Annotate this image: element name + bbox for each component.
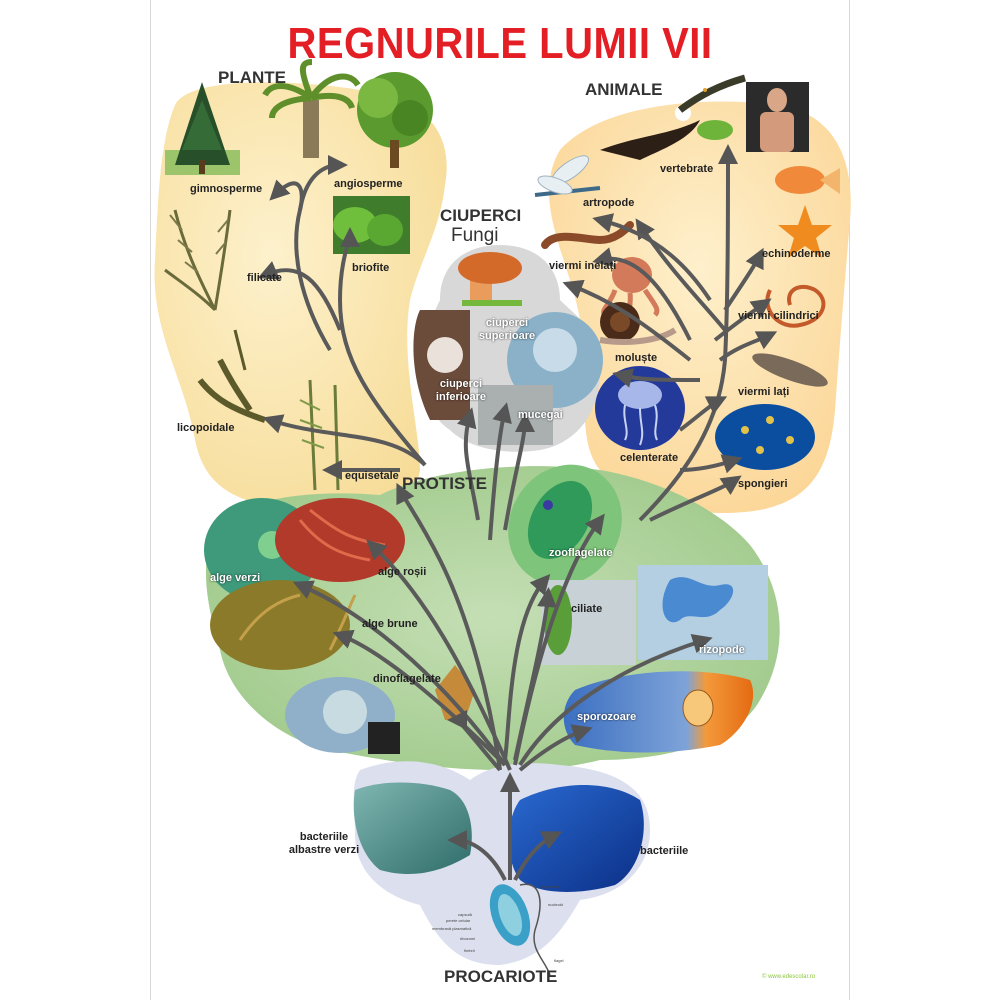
label-alge-verzi: alge verzi: [210, 572, 261, 584]
label-dinoflagelate: dinoflagelate: [373, 673, 441, 685]
cyanobacteria-image: [353, 782, 472, 875]
label-artropode: artropode: [583, 197, 635, 209]
cell-label-flagel: flagel: [554, 958, 564, 963]
cell-label-membrana: membrană plasmatică: [432, 926, 472, 931]
clubmoss-image: [197, 329, 266, 423]
mushroom-image: [458, 252, 522, 306]
deciduous-tree-image: [357, 72, 433, 168]
label-sporozoare: sporozoare: [577, 711, 637, 723]
kingdom-fungi-sublabel: Fungi: [451, 225, 499, 246]
cell-label-nucleoid: nucleoid: [548, 902, 563, 907]
label-bacteriile: bacteriile: [640, 845, 689, 857]
label-echinoderme: echinoderme: [762, 248, 831, 260]
label-alge-rosii: alge roșii: [378, 566, 427, 578]
credit-text: © www.edescolar.ro: [762, 974, 816, 980]
dinoflagellate-inset-image: [368, 722, 400, 754]
sponge-image: [715, 404, 815, 470]
label-filicate: filicate: [247, 272, 282, 284]
label-ciuperci-inferioare: ciuperci inferioare: [435, 378, 487, 403]
roundworm-image: [765, 284, 826, 328]
conifer-image: [165, 82, 240, 175]
kingdom-plants-label: PLANTE: [218, 68, 286, 87]
prokaryote-branches: [447, 772, 563, 881]
bacterial-cell-image: [489, 883, 551, 976]
human-image-detail: [760, 88, 794, 152]
label-zooflagelate: zooflagelate: [549, 547, 613, 559]
fish-image: [775, 166, 840, 194]
sponge-image-detail: [741, 416, 794, 454]
fern-image: [164, 209, 232, 312]
label-rizopode: rizopode: [699, 644, 745, 656]
bacteria-image: [508, 785, 644, 892]
amoeba-image-detail: [662, 577, 734, 623]
label-mucegai: mucegai: [518, 409, 563, 421]
dragonfly-image: [534, 155, 601, 197]
kingdom-prokaryotes-label: PROCARIOTE: [444, 967, 558, 986]
red-algae-image: [275, 498, 405, 582]
lizard-image: [677, 74, 746, 113]
zooflagellate-image-detail: [527, 481, 593, 559]
label-spongieri: spongieri: [738, 478, 788, 490]
fungi-lower-image: [413, 310, 470, 420]
earthworm-image: [541, 221, 634, 249]
jellyfish-image-detail: [618, 381, 662, 446]
label-briofite: briofite: [352, 262, 390, 274]
kingdom-animals-label: ANIMALE: [585, 80, 663, 99]
sporozoa-image: [563, 671, 754, 753]
label-alge-brune: alge brune: [362, 618, 418, 630]
label-moluste: moluște: [615, 352, 658, 364]
flatworm-image: [752, 353, 828, 387]
label-gimnosperme: gimnosperme: [190, 183, 263, 195]
horsetail-image: [299, 379, 340, 491]
protist-branches: [292, 482, 713, 772]
starfish-image: [778, 205, 832, 258]
poster-title: REGNURILE LUMII VII: [287, 20, 713, 68]
cell-label-perete-celular: perete celular: [446, 918, 471, 923]
palm-image: [262, 59, 361, 158]
label-ciuperci-superioare: ciuperci superioare: [478, 317, 536, 342]
label-vertebrate: vertebrate: [660, 163, 714, 175]
label-angiosperme: angiosperme: [334, 178, 403, 190]
cell-label-capsula: capsulă: [458, 912, 472, 917]
fungi-branches: [457, 402, 535, 541]
cell-label-fimbrii: fimbrii: [464, 948, 475, 953]
kingdom-fungi-label: CIUPERCI: [440, 206, 522, 225]
frog-image: [697, 120, 733, 140]
cell-label-ribozomi: ribozomi: [460, 936, 476, 941]
sporozoa-image-detail: [682, 689, 714, 727]
label-equisetale: equisetale: [345, 470, 399, 482]
plant-branches: [257, 155, 427, 480]
label-viermi-lati: viermi lați: [738, 386, 790, 398]
label-viermi-cilindrici: viermi cilindrici: [738, 310, 819, 322]
label-licopoidale: licopoidale: [177, 422, 235, 434]
label-celenterate: celenterate: [620, 452, 679, 464]
label-viermi-inelati: viermi inelați: [549, 260, 617, 272]
label-bacteriile-albastre-verzi: bacteriile albastre verzi: [288, 831, 360, 856]
cell-label-citoplasma: citoplasmă: [540, 884, 560, 889]
dinoflagellate-image-detail: [323, 690, 367, 734]
mold-image-detail: [533, 328, 577, 372]
kingdom-protists-label: PROTISTE: [402, 474, 488, 493]
label-ciliate: ciliate: [571, 603, 603, 615]
snail-image: [599, 302, 677, 345]
animal-branches: [562, 144, 778, 522]
brown-algae-image: [210, 580, 350, 670]
